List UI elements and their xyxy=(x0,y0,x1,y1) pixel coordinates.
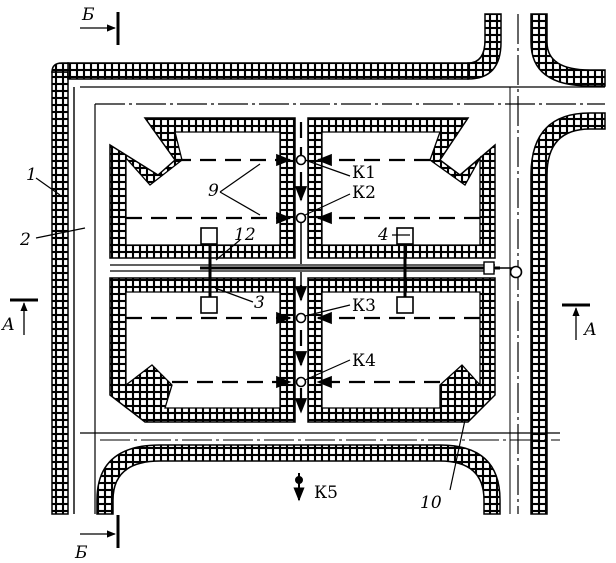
section-a-left-label: А xyxy=(1,315,15,335)
label-k3: К3 xyxy=(352,296,376,316)
storm-inlets xyxy=(200,227,414,314)
section-b-bottom: Б xyxy=(74,515,120,563)
section-a-right: А xyxy=(562,303,597,340)
label-k2: К2 xyxy=(352,183,376,203)
inlet-4b xyxy=(396,296,414,314)
label-k1: К1 xyxy=(352,163,376,183)
outer-curb xyxy=(51,13,606,515)
well-k5-arrow xyxy=(293,473,305,502)
block-bottom-left xyxy=(109,277,296,423)
well-k3 xyxy=(295,312,307,324)
central-strip xyxy=(110,261,515,275)
inlet-4 xyxy=(396,227,414,245)
callout-9: 9 xyxy=(208,181,219,201)
section-a-left: А xyxy=(1,298,38,335)
section-b-top-label: Б xyxy=(81,5,95,25)
wells xyxy=(295,154,523,388)
callout-3: 3 xyxy=(254,293,265,313)
callout-2: 2 xyxy=(19,230,31,250)
label-k4: К4 xyxy=(352,351,376,371)
well-outlet xyxy=(509,265,523,279)
callout-1: 1 xyxy=(26,165,37,185)
section-a-right-label: А xyxy=(583,320,597,340)
block-bottom-right xyxy=(307,277,496,423)
street-lines xyxy=(73,14,605,514)
inlet-3 xyxy=(200,296,218,314)
block-top-left xyxy=(109,117,296,259)
label-k5: К5 xyxy=(314,483,338,503)
inlet-12 xyxy=(200,227,218,245)
well-k4 xyxy=(295,376,307,388)
well-k2 xyxy=(295,212,307,224)
leader-lines xyxy=(35,159,466,491)
section-b-bottom-label: Б xyxy=(74,543,88,563)
section-b-top: Б xyxy=(80,5,120,45)
callout-4: 4 xyxy=(377,225,389,245)
well-k1 xyxy=(295,154,307,166)
callout-10: 10 xyxy=(420,493,442,513)
callout-12: 12 xyxy=(234,225,256,245)
block-top-right xyxy=(307,117,496,259)
